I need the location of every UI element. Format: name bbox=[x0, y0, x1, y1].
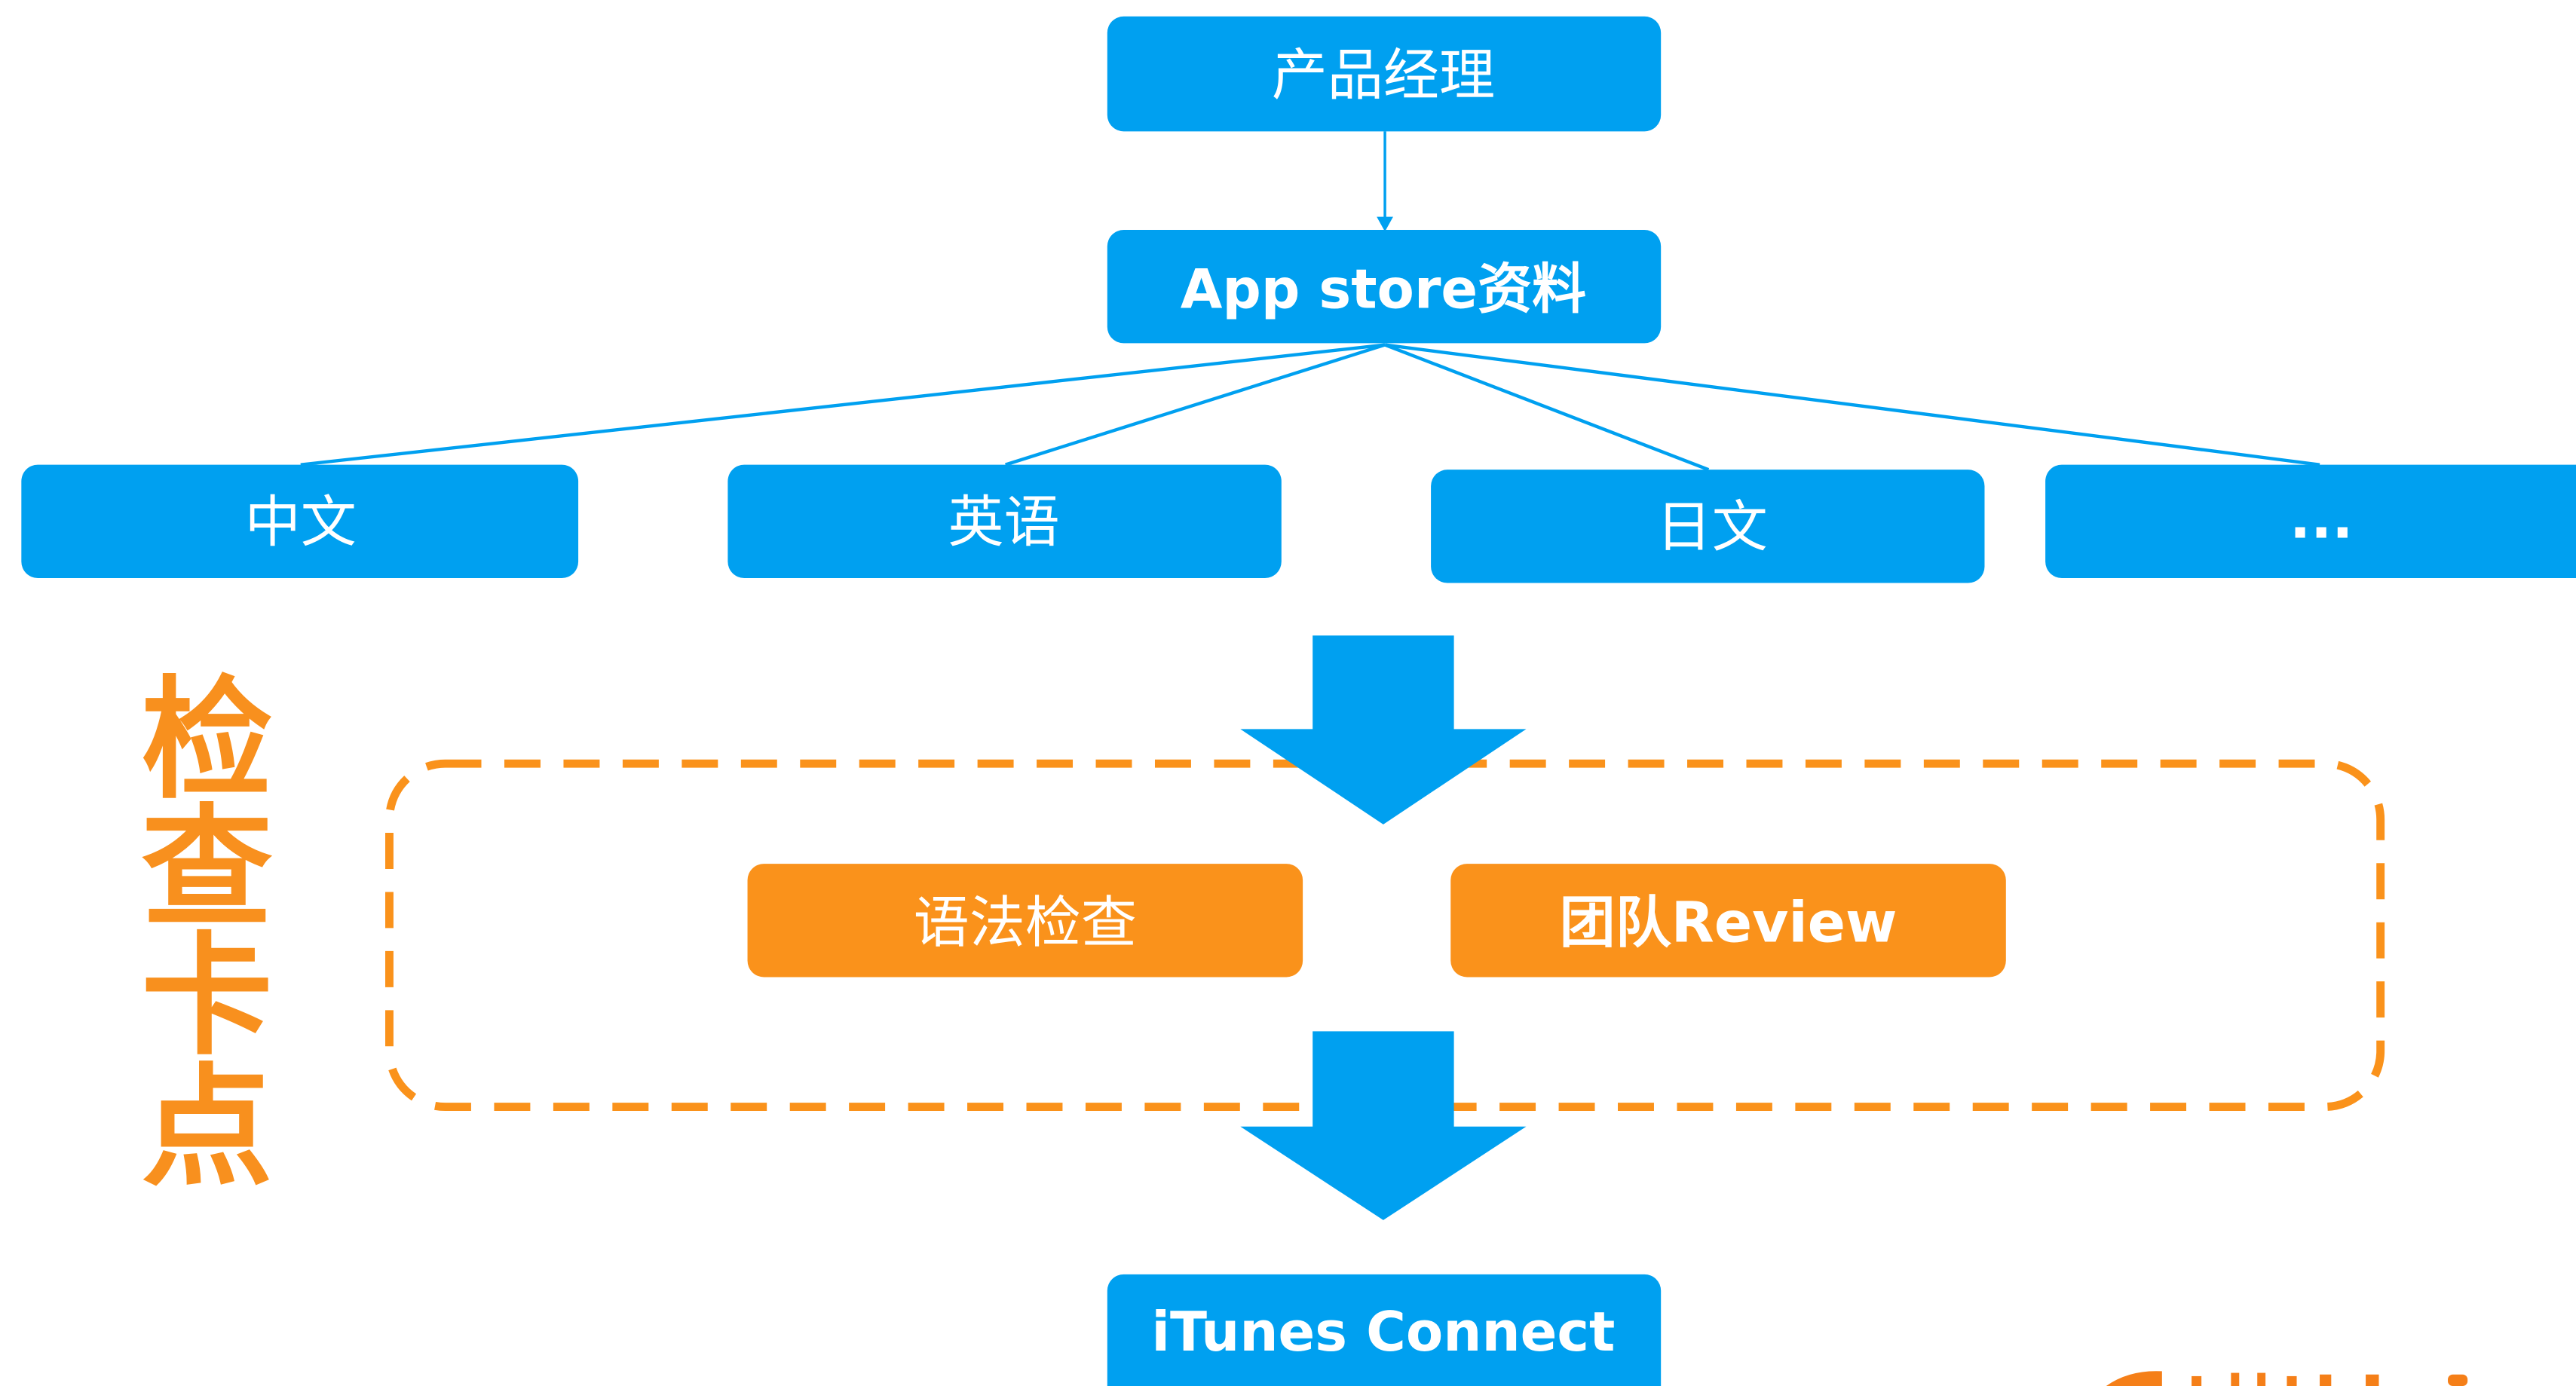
appstore-to-more-connector bbox=[1384, 343, 2320, 467]
product-manager-node: 产品经理 bbox=[1107, 16, 1662, 132]
grammar-check-label: 语法检查 bbox=[914, 891, 1137, 956]
grammar-check-node: 语法检查 bbox=[747, 864, 1303, 978]
checkpoint-label-char-2: 查 bbox=[141, 792, 272, 945]
flow-down-arrow-1 bbox=[1240, 635, 1527, 825]
team-review-node: 团队Review bbox=[1450, 864, 2006, 978]
language-label-japanese: 日文 bbox=[1656, 494, 1768, 559]
language-label-chinese: 中文 bbox=[245, 490, 357, 555]
appstore-to-english-connector bbox=[1005, 343, 1386, 467]
language-node-more: ... bbox=[2045, 464, 2576, 578]
flow-down-arrow-2 bbox=[1240, 1031, 1527, 1220]
team-review-label: 团队Review bbox=[1560, 891, 1898, 956]
checkpoint-label-char-1: 检 bbox=[141, 664, 272, 817]
checkpoint-label-char-4: 点 bbox=[141, 1051, 272, 1204]
corner-logo-fragment bbox=[2106, 1371, 2468, 1386]
language-node-chinese: 中文 bbox=[21, 464, 579, 578]
product-manager-label: 产品经理 bbox=[1272, 43, 1495, 108]
appstore-to-chinese-connector bbox=[300, 343, 1386, 467]
checkpoint-vertical-label: 检 查 卡 点 bbox=[141, 664, 272, 1204]
itunes-connect-label: iTunes Connect bbox=[1151, 1300, 1615, 1363]
language-node-english: 英语 bbox=[727, 464, 1282, 578]
appstore-to-japanese-connector bbox=[1384, 343, 1710, 472]
app-store-materials-node: App store资料 bbox=[1107, 230, 1662, 344]
language-label-english: 英语 bbox=[948, 490, 1059, 555]
itunes-connect-node: iTunes Connect bbox=[1107, 1274, 1662, 1386]
pm-to-appstore-arrowhead bbox=[1377, 216, 1393, 232]
language-node-japanese: 日文 bbox=[1431, 470, 1985, 583]
language-label-more: ... bbox=[2290, 487, 2353, 552]
app-store-materials-label: App store资料 bbox=[1181, 257, 1586, 320]
checkpoint-label-char-3: 卡 bbox=[141, 920, 272, 1073]
